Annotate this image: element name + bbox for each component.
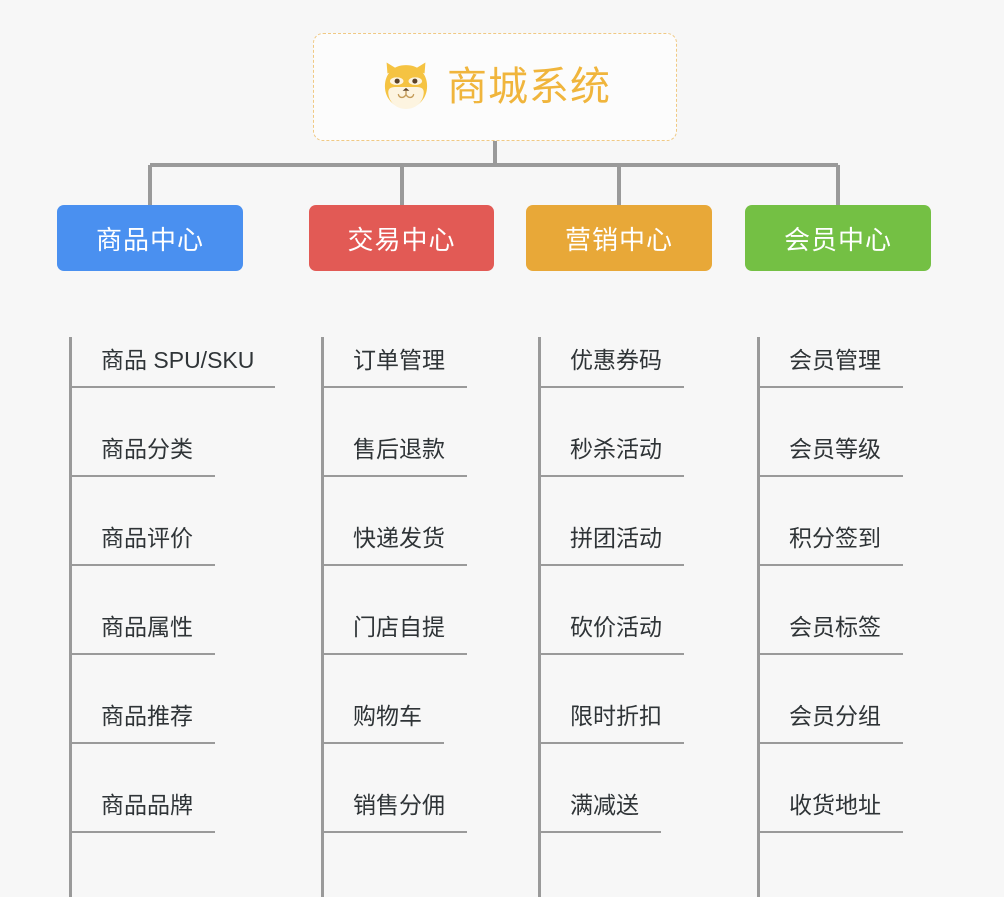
leaf-underline [757,653,903,655]
leaf-item[interactable]: 门店自提 [309,566,569,655]
category-label: 营销中心 [564,224,673,255]
category-label: 商品中心 [95,224,204,255]
category-box-trade-center[interactable]: 交易中心 [309,205,494,271]
leaf-item[interactable]: 商品推荐 [57,655,317,744]
branch-column-3: 营销中心 优惠券码 秒杀活动 拼团活动 砍价活动 限时折扣 [526,205,786,897]
leaf-underline [321,831,467,833]
leaf-underline [321,742,444,744]
leaf-item[interactable]: 订单管理 [309,299,569,388]
mindmap-canvas: 商品中心 商品 SPU/SKU 商品分类 商品评价 商品属性 商品推荐 [57,33,1004,897]
leaf-label: 门店自提 [353,614,445,640]
leaf-label: 满减送 [570,792,639,818]
leaf-label: 商品分类 [101,436,193,462]
leaf-label: 商品推荐 [101,703,193,729]
leaf-underline [69,386,275,388]
leaf-label: 积分签到 [789,525,881,551]
category-box-member-center[interactable]: 会员中心 [745,205,931,271]
category-label: 会员中心 [783,224,892,255]
leaf-label: 售后退款 [353,436,445,462]
leaf-label: 快递发货 [353,525,445,551]
leaf-item[interactable]: 会员标签 [745,566,1004,655]
leaf-label: 购物车 [353,703,422,729]
leaf-underline [757,475,903,477]
leaf-item[interactable]: 会员等级 [745,388,1004,477]
leaf-label: 砍价活动 [570,614,662,640]
leaf-item[interactable]: 砍价活动 [526,566,786,655]
leaf-label: 优惠券码 [570,347,662,373]
leaf-item[interactable]: 积分签到 [745,477,1004,566]
leaf-underline [757,742,903,744]
root-node-content: 商城系统 [379,60,611,114]
branch-spine [538,337,541,897]
leaf-underline [69,475,215,477]
leaf-underline [757,564,903,566]
leaf-label: 秒杀活动 [570,436,662,462]
leaf-item[interactable]: 购物车 [309,655,569,744]
leaf-underline [757,831,903,833]
root-node-title: 商城系统 [447,65,611,109]
leaf-label: 商品品牌 [101,792,193,818]
leaf-label: 销售分佣 [353,792,445,818]
branch-spine [321,337,324,897]
leaf-underline [69,564,215,566]
branch-column-1: 商品中心 商品 SPU/SKU 商品分类 商品评价 商品属性 商品推荐 [57,205,317,897]
leaf-underline [321,386,467,388]
leaf-label: 订单管理 [353,347,445,373]
branch-spine [69,337,72,897]
leaf-item[interactable]: 限时折扣 [526,655,786,744]
leaf-item[interactable]: 收货地址 [745,744,1004,833]
leaf-item[interactable]: 秒杀活动 [526,388,786,477]
leaf-list-1: 商品 SPU/SKU 商品分类 商品评价 商品属性 商品推荐 商品品牌 [57,271,317,897]
leaf-list-2: 订单管理 售后退款 快递发货 门店自提 购物车 销售分佣 [309,271,569,897]
leaf-label: 会员等级 [789,436,881,462]
leaf-label: 会员管理 [789,347,881,373]
leaf-item[interactable]: 商品分类 [57,388,317,477]
leaf-list-4: 会员管理 会员等级 积分签到 会员标签 会员分组 收货地址 [745,271,1004,897]
leaf-underline [538,742,684,744]
leaf-label: 商品 SPU/SKU [101,347,255,373]
leaf-label: 会员标签 [789,614,881,640]
leaf-underline [69,742,215,744]
leaf-list-3: 优惠券码 秒杀活动 拼团活动 砍价活动 限时折扣 满减送 [526,271,786,897]
leaf-item[interactable]: 商品品牌 [57,744,317,833]
leaf-label: 限时折扣 [570,703,662,729]
leaf-underline [538,564,684,566]
branch-spine [757,337,760,897]
leaf-label: 会员分组 [789,703,881,729]
root-node-card[interactable]: 商城系统 [313,33,677,141]
leaf-underline [321,564,467,566]
leaf-item[interactable]: 商品评价 [57,477,317,566]
leaf-underline [69,653,215,655]
leaf-item[interactable]: 拼团活动 [526,477,786,566]
category-box-marketing-center[interactable]: 营销中心 [526,205,712,271]
leaf-underline [538,475,684,477]
category-box-product-center[interactable]: 商品中心 [57,205,243,271]
leaf-item[interactable]: 优惠券码 [526,299,786,388]
leaf-item[interactable]: 销售分佣 [309,744,569,833]
shiba-dog-face-icon [379,60,433,114]
leaf-item[interactable]: 商品 SPU/SKU [57,299,317,388]
leaf-item[interactable]: 商品属性 [57,566,317,655]
leaf-item[interactable]: 会员分组 [745,655,1004,744]
leaf-item[interactable]: 满减送 [526,744,786,833]
leaf-underline [757,386,903,388]
leaf-underline [538,831,661,833]
leaf-label: 拼团活动 [570,525,662,551]
branch-column-4: 会员中心 会员管理 会员等级 积分签到 会员标签 会员分组 [745,205,1004,897]
leaf-underline [321,475,467,477]
leaf-underline [321,653,467,655]
leaf-label: 收货地址 [789,792,881,818]
leaf-underline [538,653,684,655]
branch-column-2: 交易中心 订单管理 售后退款 快递发货 门店自提 购物车 [309,205,569,897]
leaf-item[interactable]: 快递发货 [309,477,569,566]
leaf-label: 商品属性 [101,614,193,640]
leaf-item[interactable]: 会员管理 [745,299,1004,388]
leaf-underline [538,386,684,388]
leaf-item[interactable]: 售后退款 [309,388,569,477]
leaf-label: 商品评价 [101,525,193,551]
leaf-underline [69,831,215,833]
category-label: 交易中心 [347,224,456,255]
